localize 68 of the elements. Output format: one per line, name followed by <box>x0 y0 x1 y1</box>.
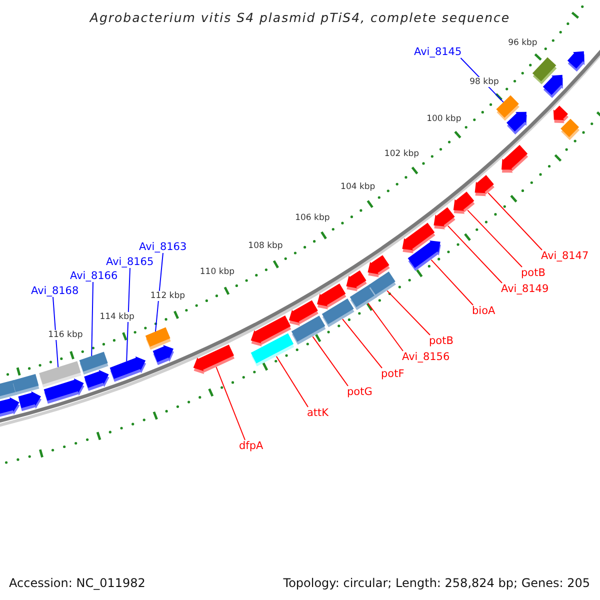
leader-line <box>216 366 246 440</box>
tick-label: 102 kbp <box>383 148 420 159</box>
tick-label: 106 kbp <box>294 212 331 223</box>
gene-block <box>474 175 494 196</box>
gene-block <box>0 397 20 418</box>
gene-label: Avi_8163 <box>139 241 187 253</box>
gene-block <box>560 118 580 140</box>
gene-block <box>502 144 528 173</box>
gene-label: Avi_8166 <box>70 270 118 282</box>
gene-block <box>250 333 294 366</box>
gene-block <box>453 192 475 214</box>
tick-label: 100 kbp <box>426 114 462 124</box>
gene-block <box>553 106 568 124</box>
leader-line <box>91 282 94 356</box>
footer-text: Accession: NC_011982 <box>9 576 146 590</box>
gene-block <box>368 272 396 298</box>
gene-block <box>193 344 234 374</box>
gene-label: potB <box>429 335 454 347</box>
tick-label: 98 kbp <box>468 76 500 87</box>
gene-block <box>542 74 563 98</box>
leader-line <box>488 192 542 250</box>
leader-line <box>155 252 164 332</box>
gene-block <box>79 352 108 375</box>
gene-block <box>408 240 441 271</box>
tick-label: 108 kbp <box>247 241 284 252</box>
tick-label: 104 kbp <box>340 182 376 192</box>
gene-label: Avi_8147 <box>541 250 589 262</box>
gene-block <box>434 207 456 230</box>
gene-block <box>12 374 40 395</box>
gene-block <box>322 298 354 328</box>
tick-label: 116 kbp <box>47 330 84 340</box>
leader-line <box>126 268 130 362</box>
gene-block <box>18 391 42 412</box>
footer-text: Topology: circular; Length: 258,824 bp; Genes: 205 <box>283 576 590 590</box>
gene-label: Avi_8165 <box>106 256 154 268</box>
gene-label: potG <box>347 386 372 398</box>
gene-block <box>145 327 171 350</box>
gene-block <box>368 255 390 278</box>
leader-line <box>312 336 348 386</box>
leader-line <box>430 259 474 306</box>
leader-line <box>276 356 308 408</box>
gene-block <box>506 112 527 134</box>
leader-line <box>447 225 502 284</box>
gene-block <box>84 370 110 391</box>
leader-line <box>386 290 430 336</box>
gene-block <box>291 316 326 345</box>
leader-line <box>52 296 59 368</box>
leader-line <box>368 302 404 352</box>
gene-block <box>44 378 84 404</box>
gene-label: bioA <box>472 305 496 317</box>
gene-label: attK <box>307 407 329 419</box>
tick-label: 112 kbp <box>149 290 186 301</box>
gene-label: potB <box>521 267 546 279</box>
tick-label: 114 kbp <box>98 312 136 322</box>
gene-block <box>567 51 585 72</box>
gene-label: dfpA <box>239 440 264 452</box>
gene-block <box>110 356 146 382</box>
tick-label: 110 kbp <box>198 267 236 278</box>
gene-label: Avi_8168 <box>31 285 79 297</box>
gene-label: Avi_8145 <box>414 46 462 58</box>
gene-label: Avi_8156 <box>402 351 450 363</box>
leader-line <box>467 210 522 268</box>
gene-block <box>346 270 367 292</box>
tick-label: 96 kbp <box>507 38 538 48</box>
map-title: Agrobacterium vitis S4 plasmid pTiS4, complete sequence <box>88 10 512 25</box>
gene-label: potF <box>381 368 404 380</box>
gene-label: Avi_8149 <box>501 283 549 295</box>
gene-block <box>152 345 174 366</box>
